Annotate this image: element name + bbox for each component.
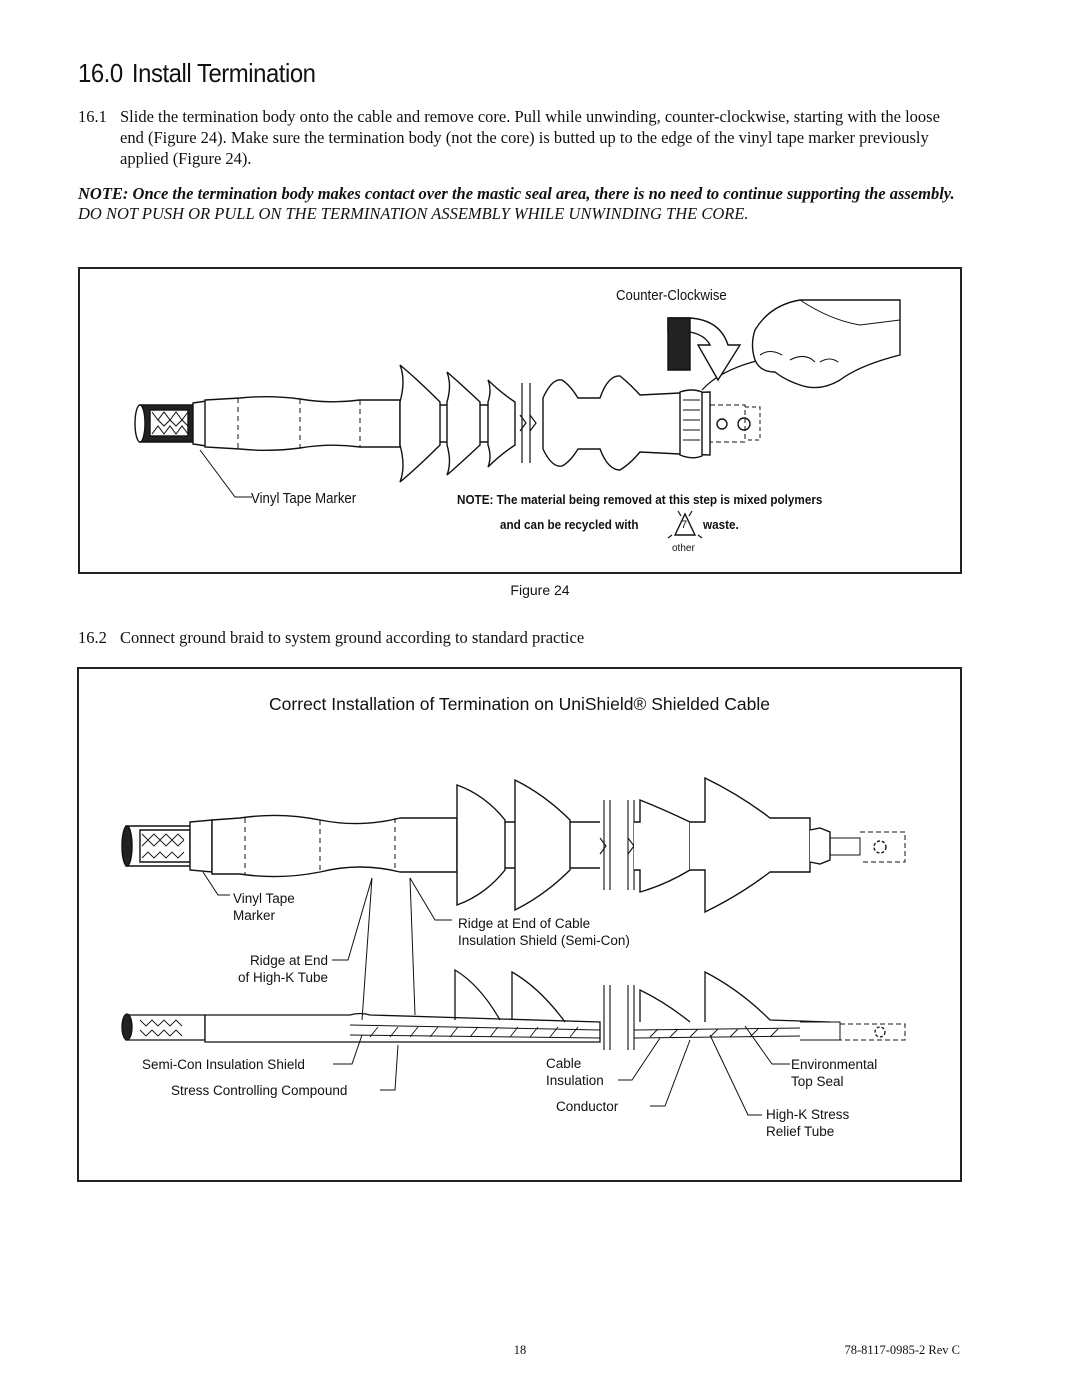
label-stress-compound: Stress Controlling Compound xyxy=(171,1083,348,1098)
installation-figure-frame xyxy=(77,667,962,1182)
installation-figure-title: Correct Installation of Termination on U… xyxy=(269,694,770,714)
install-section-drawing xyxy=(121,877,906,1116)
label-environmental-seal: Environmental Top Seal xyxy=(791,1056,877,1090)
step-number: 16.2 xyxy=(78,628,107,647)
recycle-7-icon xyxy=(667,510,703,539)
figure-24-frame xyxy=(78,267,962,574)
label-conductor: Conductor xyxy=(556,1099,619,1114)
step-text: Slide the termination body onto the cabl… xyxy=(120,107,940,168)
page-number: 18 xyxy=(513,1343,527,1357)
label-line: Ridge at End xyxy=(249,953,328,968)
label-highk-tube: High-K Stress Relief Tube xyxy=(766,1106,849,1140)
label-cable-insulation: Cable Insulation xyxy=(546,1055,604,1089)
install-top-drawing xyxy=(121,776,906,961)
section-title: Install Termination xyxy=(131,58,316,88)
label-semicon-shield: Semi-Con Insulation Shield xyxy=(142,1057,305,1072)
note-caps-text: DO NOT PUSH OR PULL ON THE TERMINATION A… xyxy=(78,204,749,223)
recycle-note-line1: NOTE: The material being removed at this… xyxy=(457,492,823,507)
label-line: Insulation Shield (Semi-Con) xyxy=(458,933,630,948)
label-vinyl-tape-marker: Vinyl Tape Marker xyxy=(233,890,295,924)
document-id: 78-8117-0985-2 Rev C xyxy=(844,1343,961,1357)
label-line: Cable xyxy=(546,1056,582,1071)
label-line: Relief Tube xyxy=(766,1124,835,1139)
section-number: 16.0 xyxy=(78,58,123,88)
recycle-note-line2a: and can be recycled with xyxy=(500,517,639,532)
direction-label: Counter-Clockwise xyxy=(616,287,727,304)
label-line: of High-K Tube xyxy=(237,970,328,985)
figure-24-caption: Figure 24 xyxy=(510,582,570,598)
step-number: 16.1 xyxy=(78,107,107,126)
label-ridge-highk: Ridge at End of High-K Tube xyxy=(222,952,328,986)
step-16-1: 16.1 Slide the termination body onto the… xyxy=(78,106,958,169)
recycle-note-line2b: waste. xyxy=(703,517,739,532)
recycle-sub-label: other xyxy=(672,543,695,554)
figure-24-cable-drawing xyxy=(134,299,901,498)
label-line: Environmental xyxy=(791,1057,878,1072)
label-ridge-semicon: Ridge at End of Cable Insulation Shield … xyxy=(458,915,630,949)
label-line: Insulation xyxy=(546,1073,604,1088)
section-heading: 16.0 Install Termination xyxy=(78,58,316,89)
step-16-2: 16.2 Connect ground braid to system grou… xyxy=(78,627,958,648)
recycle-number: 7 xyxy=(681,519,688,531)
label-line: High-K Stress xyxy=(766,1107,850,1122)
step-text: Connect ground braid to system ground ac… xyxy=(120,628,585,647)
caution-note: NOTE: Once the termination body makes co… xyxy=(78,184,958,224)
note-bold-text: NOTE: Once the termination body makes co… xyxy=(78,184,955,203)
vinyl-tape-marker-label: Vinyl Tape Marker xyxy=(251,490,357,507)
label-line: Marker xyxy=(233,908,276,923)
label-line: Top Seal xyxy=(791,1074,844,1089)
label-line: Vinyl Tape xyxy=(233,891,295,906)
label-line: Ridge at End of Cable xyxy=(458,916,591,931)
